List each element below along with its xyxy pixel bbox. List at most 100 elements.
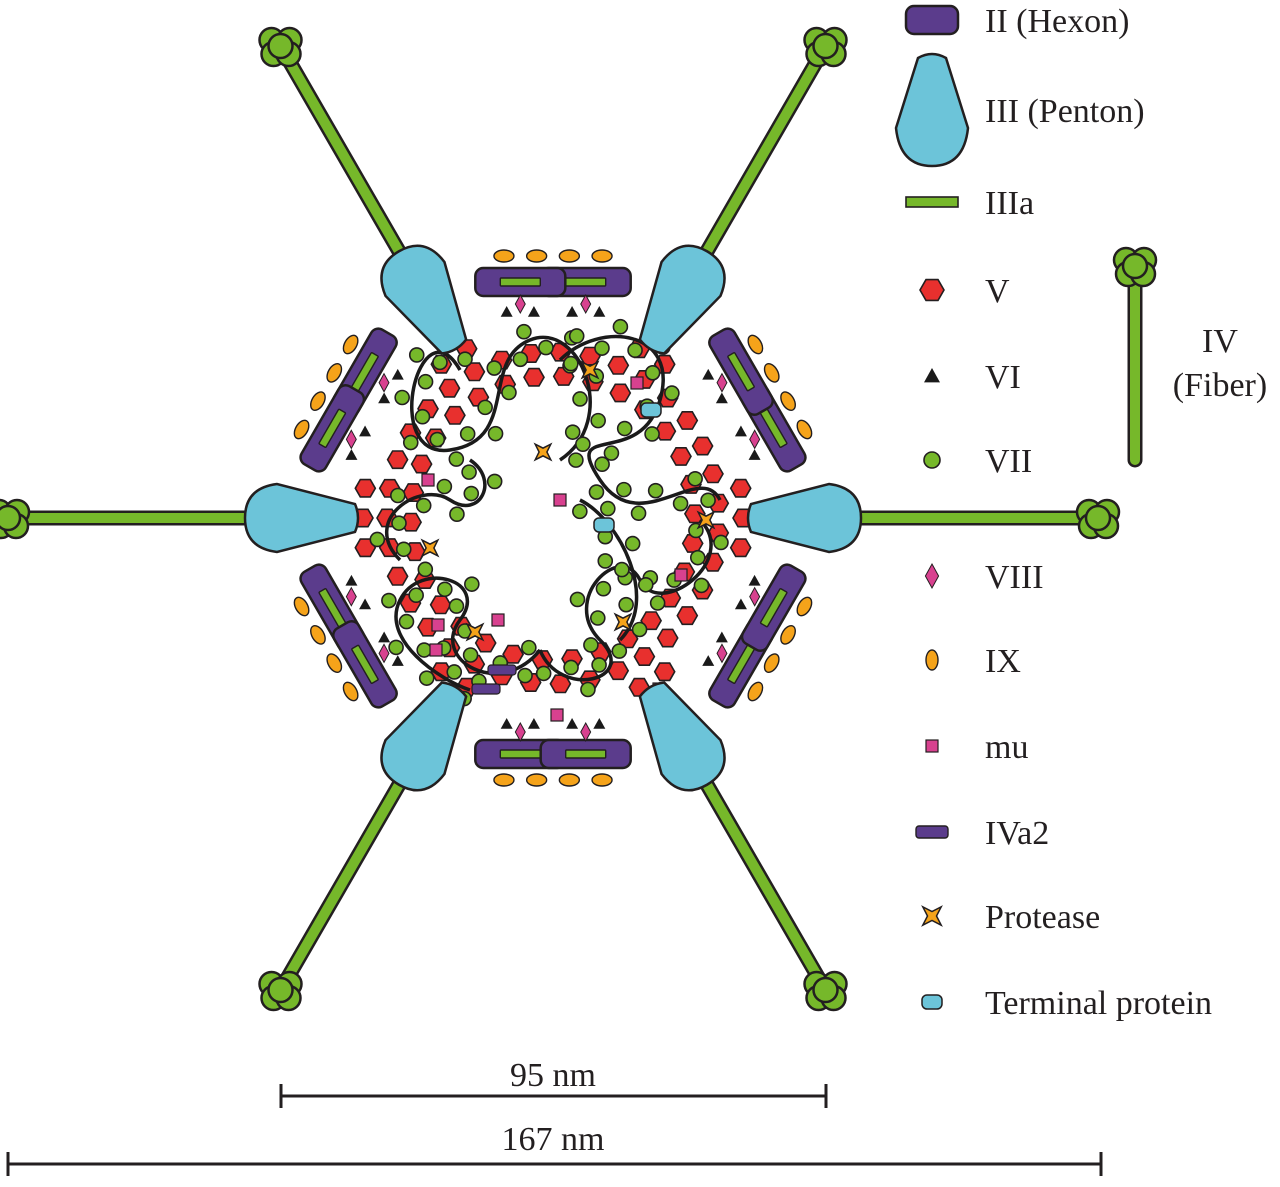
protein-vii-circle [432,354,448,371]
protein-ix-oval [558,773,581,787]
protein-ix-oval [326,653,343,674]
protein-v-hexagon [729,478,752,498]
protein-vii-circle [398,613,415,630]
protein-vii-circle [436,478,453,495]
protease-star [613,612,633,632]
protein-vii-circle [590,412,606,429]
penton-body [380,681,468,792]
protein-vi-triangle [500,718,513,729]
protein-vii-circle [637,576,654,593]
protein-vii-circle [588,484,605,500]
legend-item-terminal: Terminal protein [921,985,1212,1022]
protein-vii-circle [486,360,503,376]
protein-ix-oval [525,249,548,263]
protein-ix-oval [763,653,780,674]
protein-viii-diamond [716,372,728,393]
legend-item-vii: VII [923,443,1032,480]
protein-vi-triangle [391,655,404,666]
mu-square [553,493,567,507]
protein-vii-circle [417,561,434,578]
mu-square [491,613,505,627]
protein-vii-circle [568,452,584,468]
protease-star [921,905,943,927]
protein-vii-circle [457,351,473,367]
dna-strand [394,576,542,692]
protein-vii-circle [568,328,585,344]
dna-strand [558,334,722,505]
protein-v-hexagon [676,410,699,430]
scale-bar-95nm: 95 nm [279,1057,828,1108]
penton-unit [638,244,726,355]
protein-vi-triangle [500,306,513,317]
protein-vii-circle [572,391,588,407]
mu-square [429,643,443,657]
protein-vi-triangle [527,718,540,729]
protein-vii-circle [501,384,517,401]
fiber-shaft [275,41,408,264]
protein-v-hexagon [502,644,525,664]
protein-vii-circle [630,505,647,522]
protein-ix-oval [342,681,359,702]
protein-ix-oval [493,773,515,787]
mu-square [925,739,939,753]
protein-vii-circle [462,647,479,663]
legend-label-mu: mu [985,729,1028,766]
protein-vi-triangle [527,306,540,317]
protein-vi-triangle [593,306,606,317]
protein-vi-triangle [924,368,940,383]
protein-v-hexagon [656,628,679,648]
pentons-layer [243,244,863,792]
protein-v-hexagon [683,504,706,524]
iiia-bar [499,749,541,759]
mu-square [674,568,688,582]
legend-item-protease: Protease [921,899,1100,936]
protein-vii-circle [381,592,397,609]
protein-ix-oval [763,362,780,383]
protein-viii-diamond [345,429,357,450]
legend-item-viii: VIII [924,559,1044,596]
protein-vii-circle [583,637,599,653]
protein-ix-oval [493,249,515,263]
protein-vi-triangle [715,631,728,643]
protein-v-hexagon [919,278,945,302]
protein-vii-circle [414,408,431,425]
protein-vi-triangle [359,598,372,610]
protein-v-hexagon [463,362,486,382]
legend: II (Hexon)III (Penton)IIIaVVIVIIVIIIIXmu… [894,3,1267,1022]
protein-vii-circle [418,670,435,686]
protein-v-hexagon [653,662,676,682]
protein-vii-circle [687,470,703,487]
iiia-bar [565,749,607,759]
protein-ix-oval [747,334,764,355]
protein-vi-triangle [593,718,606,729]
protein-vii-circle [616,420,633,437]
protein-viii-diamond [580,721,592,743]
protein-v-hexagon [386,450,409,470]
terminal-protein [921,994,943,1010]
fiber-knob-lobe [267,976,294,1004]
protein-vii-circle [369,531,386,548]
protein-vii-circle [564,424,581,440]
protein-vii-circle [631,621,648,638]
fiber-shaft [275,772,408,995]
protein-vii-circle [644,426,660,442]
protein-vii-circle [463,485,480,502]
protein-v-hexagon [609,383,632,403]
protein-vii-circle [535,665,552,682]
scale-bar-167nm: 167 nm [6,1121,1103,1176]
protein-viii-diamond [378,372,390,393]
protein-vii-circle [408,347,425,363]
protein-vii-circle [689,549,706,566]
legend-item-ix: IX [925,643,1021,680]
protein-vii-circle [417,373,434,390]
protein-v-hexagon [729,538,752,558]
protein-vii-circle [563,659,579,676]
fibers-layer [0,26,1121,1012]
legend-label-protease: Protease [985,899,1100,936]
protein-ix-oval [925,649,939,671]
protease-star [533,442,553,462]
protein-v-hexagon [633,647,656,667]
protein-vii-circle [448,451,465,467]
protein-v-hexagon [438,378,461,398]
protease-star [465,622,485,642]
